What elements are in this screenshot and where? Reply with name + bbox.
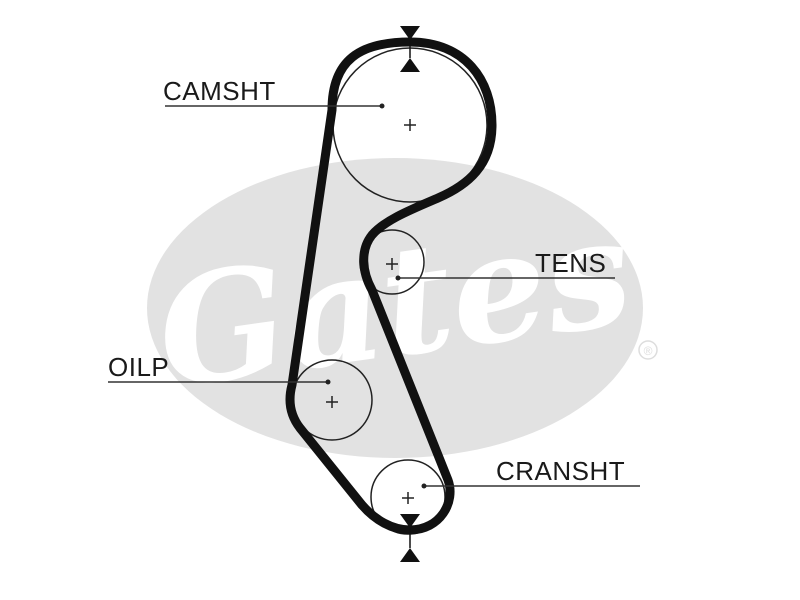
top-timing-mark bbox=[400, 26, 420, 72]
watermark-oval bbox=[147, 158, 643, 458]
crankshaft-leader-dot bbox=[421, 483, 427, 489]
timing-belt bbox=[285, 37, 497, 535]
leader-dots bbox=[325, 103, 427, 489]
camshaft-center-cross bbox=[404, 119, 416, 131]
bottom-mark-upper-triangle bbox=[400, 514, 420, 528]
bottom-mark-lower-triangle bbox=[400, 548, 420, 562]
top-mark-upper-triangle bbox=[400, 26, 420, 40]
crankshaft-center-cross bbox=[402, 492, 414, 504]
oil-pump-leader-dot bbox=[325, 379, 331, 385]
center-marks bbox=[326, 119, 416, 504]
oil-pump-label: OILP bbox=[108, 352, 169, 382]
gates-watermark-logo: Gates ® bbox=[147, 158, 658, 458]
top-mark-lower-triangle bbox=[400, 58, 420, 72]
tensioner-label: TENS bbox=[535, 248, 606, 278]
oil-pump-center-cross bbox=[326, 396, 338, 408]
watermark-registered-mark: ® bbox=[644, 344, 653, 358]
tensioner-leader-dot bbox=[395, 275, 401, 281]
leader-lines bbox=[108, 105, 640, 487]
bottom-timing-mark bbox=[400, 514, 420, 562]
tensioner-center-cross bbox=[386, 258, 398, 270]
camshaft-leader-dot bbox=[379, 103, 385, 109]
camshaft-label: CAMSHT bbox=[163, 76, 276, 106]
watermark-registered-circle bbox=[638, 340, 658, 360]
crankshaft-label: CRANSHT bbox=[496, 456, 625, 486]
